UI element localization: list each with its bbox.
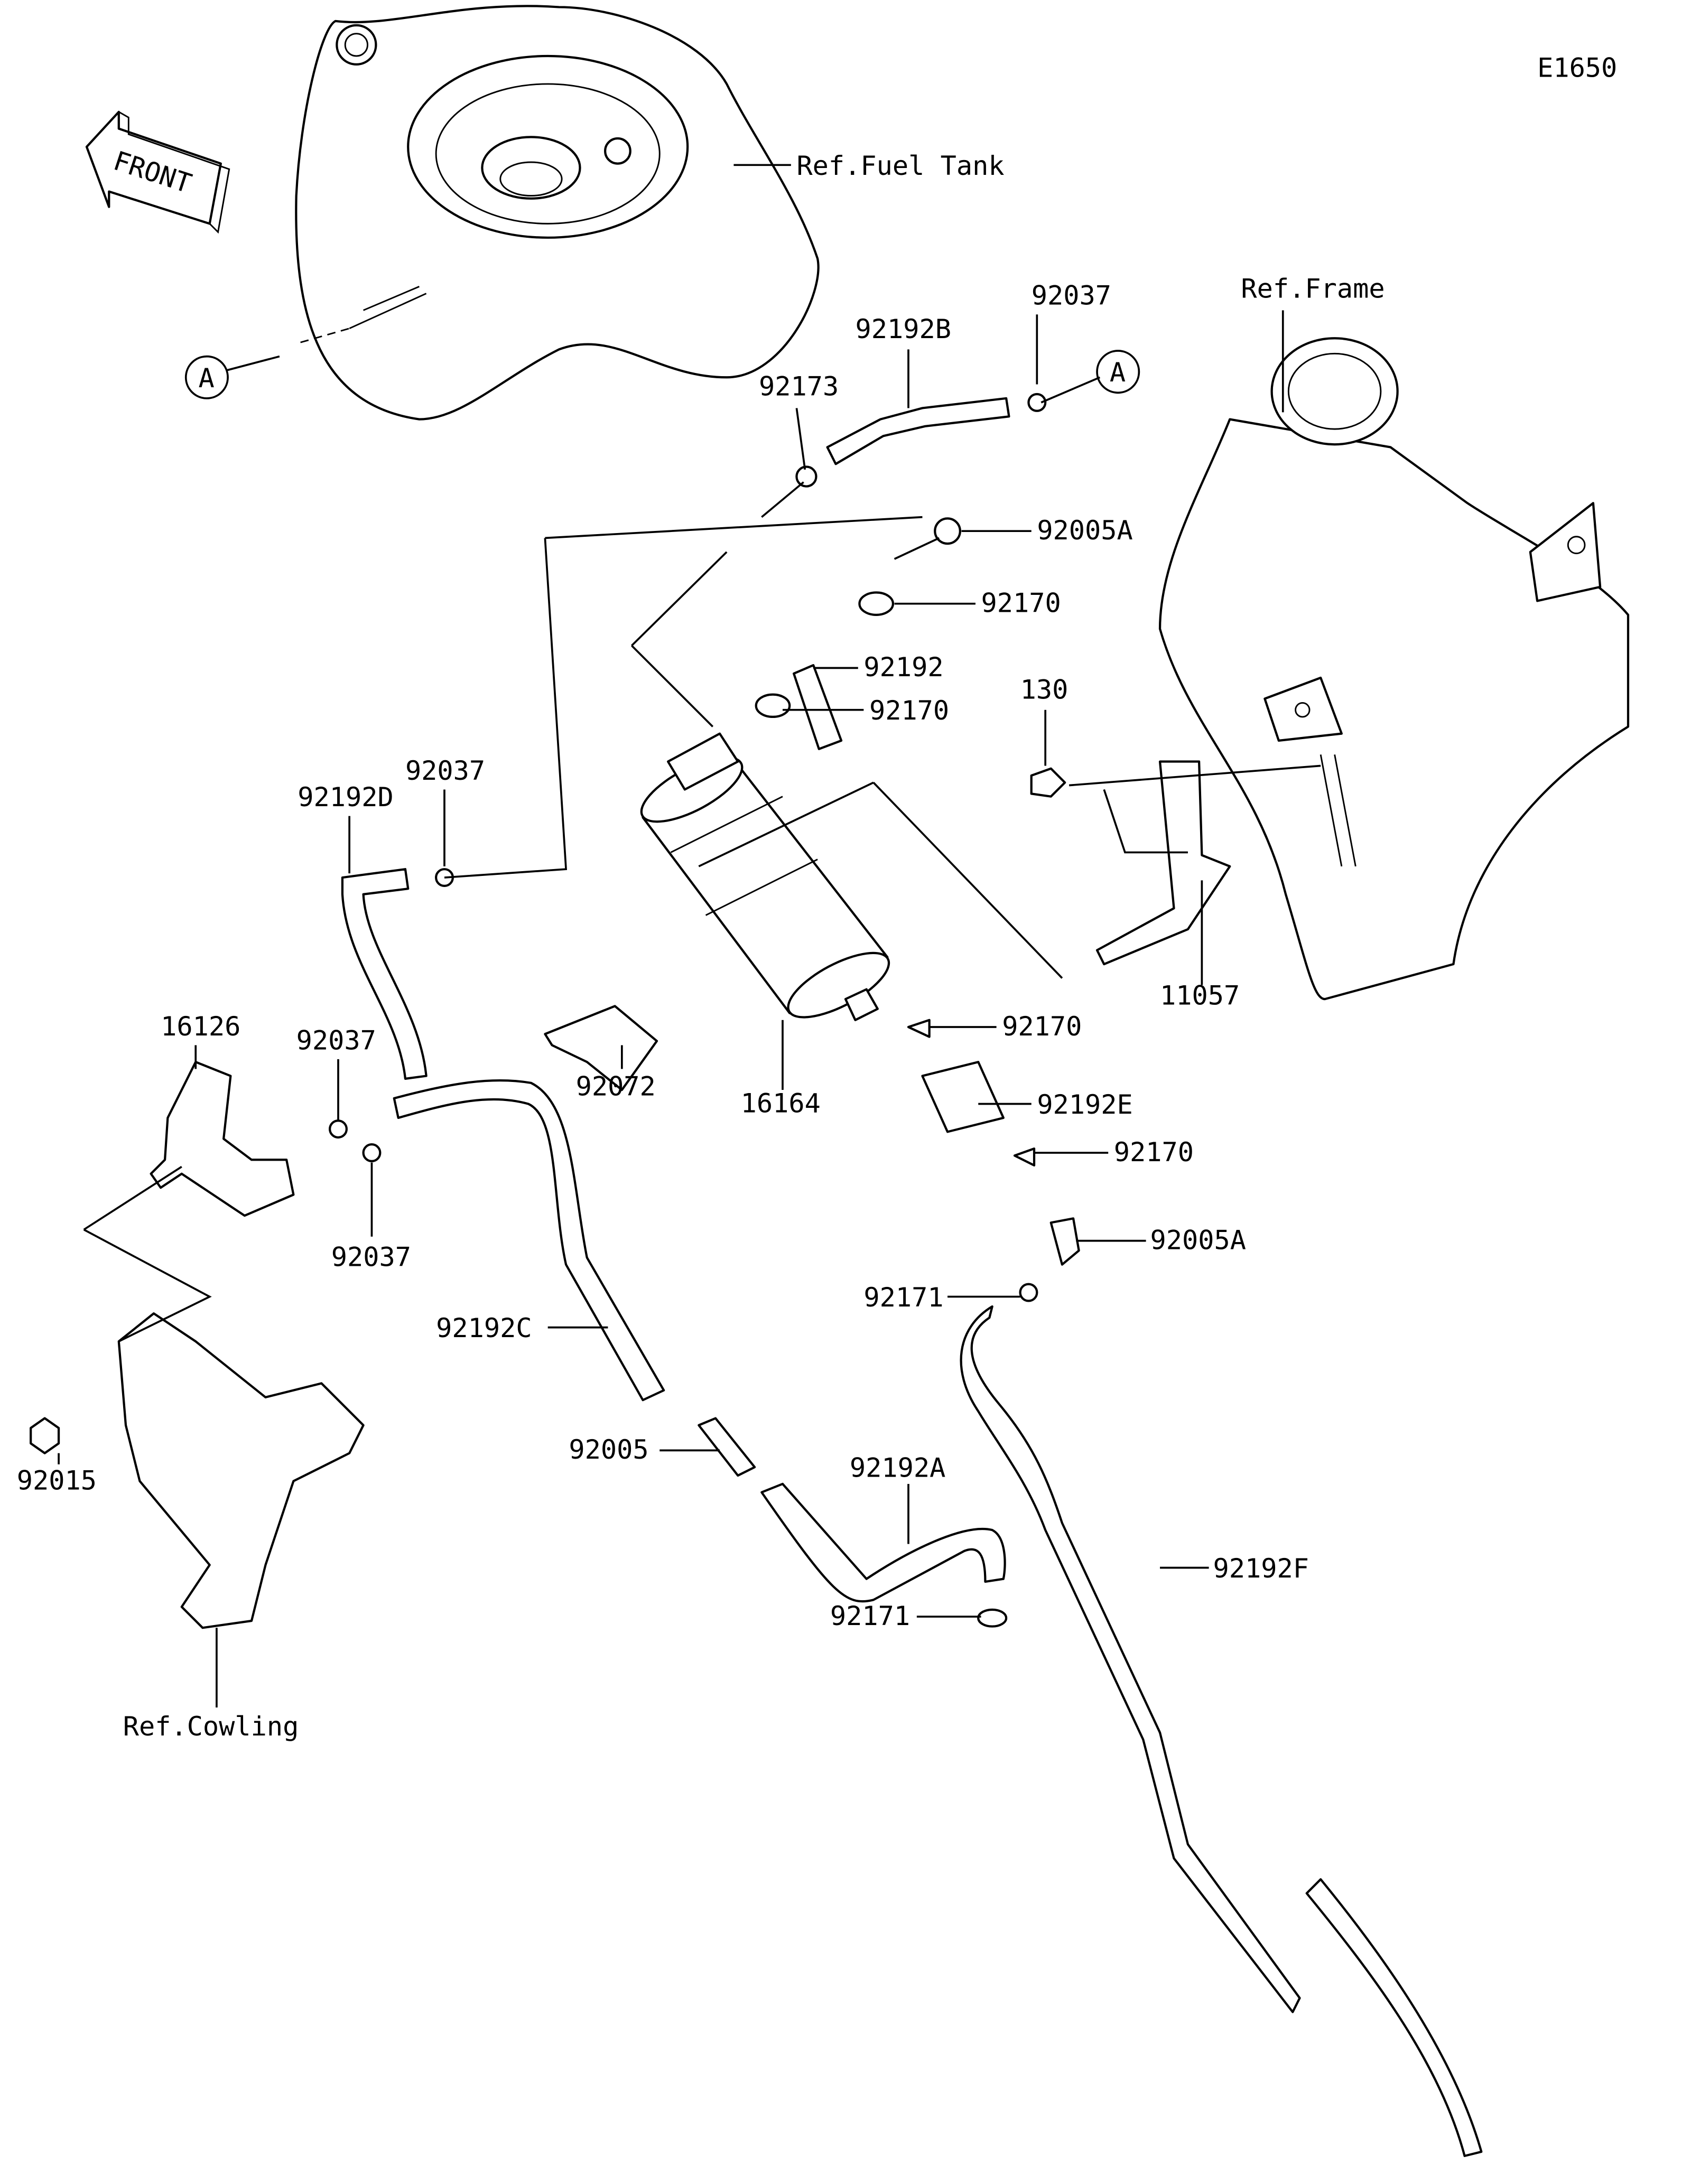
part-label[interactable]: 92170	[1114, 1136, 1194, 1168]
part-label[interactable]: 92171	[830, 1600, 910, 1631]
part-label[interactable]: 16126	[161, 1011, 240, 1042]
svg-text:A: A	[199, 362, 215, 394]
part-label[interactable]: 92072	[576, 1071, 656, 1102]
part-label[interactable]: 92005	[569, 1434, 648, 1465]
valve-16126	[150, 1061, 295, 1217]
front-arrow-icon: FRONT	[85, 110, 230, 234]
part-label[interactable]: 92171	[863, 1282, 943, 1313]
part-label[interactable]: 92192A	[850, 1452, 945, 1483]
part-label[interactable]: 92192E	[1037, 1089, 1132, 1120]
part-label[interactable]: 92005A	[1150, 1225, 1246, 1256]
nut-92015	[30, 1417, 60, 1454]
part-label[interactable]: 92037	[405, 755, 485, 786]
part-label[interactable]: 11057	[1160, 980, 1240, 1011]
strap-92072	[544, 1005, 658, 1091]
part-label[interactable]: 92037	[331, 1241, 411, 1272]
part-label[interactable]: 16164	[741, 1087, 821, 1118]
part-label[interactable]: 130	[1020, 674, 1069, 705]
part-label[interactable]: 92170	[981, 587, 1061, 619]
ref-cowling-label: Ref.Cowling	[123, 1711, 299, 1742]
ref-frame-label: Ref.Frame	[1241, 273, 1385, 304]
hoses	[341, 397, 1483, 2157]
part-label[interactable]: 92005A	[1037, 515, 1132, 546]
part-label[interactable]: 92173	[759, 371, 839, 402]
fuel-tank	[295, 5, 820, 421]
part-label[interactable]: 92037	[296, 1024, 376, 1056]
part-label[interactable]: 92170	[1002, 1011, 1082, 1042]
part-label[interactable]: 92192F	[1213, 1553, 1309, 1584]
frame	[1158, 337, 1630, 1001]
connector-mark-a-left: A	[184, 355, 229, 399]
part-label[interactable]: 92192	[863, 651, 943, 683]
bracket-11057	[1095, 760, 1231, 966]
part-label[interactable]: 92037	[1032, 280, 1111, 311]
bolt-130	[1030, 767, 1066, 798]
connector-mark-a-right: A	[1096, 350, 1140, 394]
part-label[interactable]: 92015	[17, 1464, 97, 1496]
cowling-bracket	[117, 1312, 365, 1629]
part-label[interactable]: 92192C	[436, 1312, 532, 1343]
part-label[interactable]: 92192B	[856, 313, 951, 344]
part-label[interactable]: 92170	[869, 695, 949, 726]
diagram-code: E1650	[1537, 52, 1617, 83]
svg-text:A: A	[1110, 357, 1126, 388]
leader-lines	[58, 164, 1284, 1707]
clamps	[329, 393, 1080, 1628]
part-label[interactable]: 92192D	[298, 781, 393, 813]
guide-lines	[83, 481, 1321, 1342]
canister-16164	[640, 732, 890, 1021]
ref-fuel-tank-label: Ref.Fuel Tank	[796, 150, 1004, 181]
